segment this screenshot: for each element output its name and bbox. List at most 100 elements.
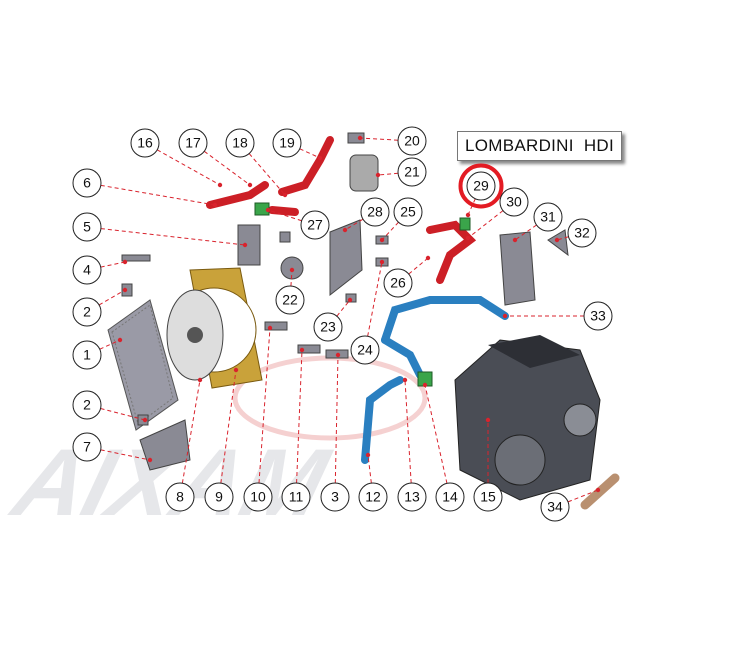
leader-dot <box>317 155 323 161</box>
leader-dot <box>242 242 248 248</box>
leader-dot <box>379 237 385 243</box>
leader-dot <box>465 212 471 218</box>
leader-line <box>257 327 271 498</box>
part-callout-10: 10 <box>243 482 273 512</box>
part-callout-23: 23 <box>313 312 343 342</box>
leader-line <box>239 142 286 196</box>
leader-dot <box>122 287 128 293</box>
leader-dot <box>197 377 203 383</box>
leader-line <box>364 261 383 351</box>
radiator <box>107 299 179 431</box>
part-callout-34: 34 <box>540 492 570 522</box>
leader-dot <box>347 297 353 303</box>
leader-line <box>334 354 339 498</box>
leader-line <box>556 232 583 241</box>
part-callout-20: 20 <box>397 126 427 156</box>
engine <box>454 335 601 501</box>
leader-dot <box>147 457 153 463</box>
part-callout-29: 29 <box>466 171 496 201</box>
part-callout-19: 19 <box>272 128 302 158</box>
red-hoses <box>206 136 477 284</box>
leader-dot <box>422 382 428 388</box>
leader-line <box>289 269 293 301</box>
leader-dot <box>595 487 601 493</box>
fan <box>166 289 224 381</box>
leader-line <box>192 142 251 186</box>
part-callout-2: 2 <box>72 390 102 420</box>
leader-dot <box>117 337 123 343</box>
leader-dot <box>233 367 239 373</box>
part-callout-32: 32 <box>567 218 597 248</box>
part-callout-16: 16 <box>130 128 160 158</box>
leader-dot <box>289 267 295 273</box>
leader-dot <box>465 235 471 241</box>
leader-line <box>86 226 246 246</box>
part-callout-28: 28 <box>360 197 390 227</box>
exhaust-pipe <box>580 473 620 510</box>
leader-dot <box>379 259 385 265</box>
leader-dot <box>502 313 508 319</box>
part-callout-24: 24 <box>350 335 380 365</box>
leader-line <box>404 379 413 498</box>
leader-line <box>377 171 413 176</box>
part-callout-11: 11 <box>281 482 311 512</box>
leader-dot <box>335 352 341 358</box>
part-callout-6: 6 <box>72 168 102 198</box>
part-callout-26: 26 <box>383 268 413 298</box>
leader-dot <box>299 347 305 353</box>
part-callout-3: 3 <box>320 482 350 512</box>
leader-dot <box>217 182 223 188</box>
leader-dot <box>342 227 348 233</box>
leader-dot <box>402 377 408 383</box>
leader-dot <box>247 182 253 188</box>
part-callout-1: 1 <box>72 340 102 370</box>
leader-dot <box>267 325 273 331</box>
leader-line <box>86 339 121 356</box>
leader-dot <box>512 237 518 243</box>
part-callout-8: 8 <box>165 482 195 512</box>
leader-dot <box>425 255 431 261</box>
leader-dot <box>122 259 128 265</box>
highlight-ring <box>458 163 504 209</box>
part-callout-27: 27 <box>300 210 330 240</box>
part-callout-13: 13 <box>397 482 427 512</box>
leader-lines <box>86 135 601 508</box>
part-callout-18: 18 <box>225 128 255 158</box>
part-callout-31: 31 <box>533 202 563 232</box>
part-callout-5: 5 <box>72 212 102 242</box>
part-callout-9: 9 <box>204 482 234 512</box>
leader-dot <box>365 452 371 458</box>
leader-dot <box>212 202 218 208</box>
part-callout-17: 17 <box>178 128 208 158</box>
leader-line <box>327 299 351 328</box>
leader-dot <box>265 207 271 213</box>
leader-line <box>218 369 237 498</box>
leader-line <box>179 379 201 498</box>
leader-line <box>86 182 216 206</box>
leader-line <box>344 211 376 231</box>
part-callout-7: 7 <box>72 432 102 462</box>
part-callout-25: 25 <box>393 197 423 227</box>
leader-dot <box>554 237 560 243</box>
leader-dot <box>357 135 363 141</box>
leader-dot <box>282 192 288 198</box>
part-callout-4: 4 <box>72 255 102 285</box>
part-callout-33: 33 <box>583 301 613 331</box>
part-callout-12: 12 <box>358 482 388 512</box>
leader-line <box>295 349 303 498</box>
part-callout-14: 14 <box>435 482 465 512</box>
part-callout-21: 21 <box>397 157 427 187</box>
leader-line <box>286 142 321 159</box>
leader-dot <box>375 172 381 178</box>
bracket-parts <box>121 132 569 471</box>
leader-dot <box>142 417 148 423</box>
leader-line <box>381 211 409 241</box>
green-fittings <box>254 202 471 387</box>
part-callout-22: 22 <box>275 285 305 315</box>
leader-dot <box>485 417 491 423</box>
blue-hoses <box>361 296 509 464</box>
part-callout-30: 30 <box>499 187 529 217</box>
part-callout-2: 2 <box>72 297 102 327</box>
